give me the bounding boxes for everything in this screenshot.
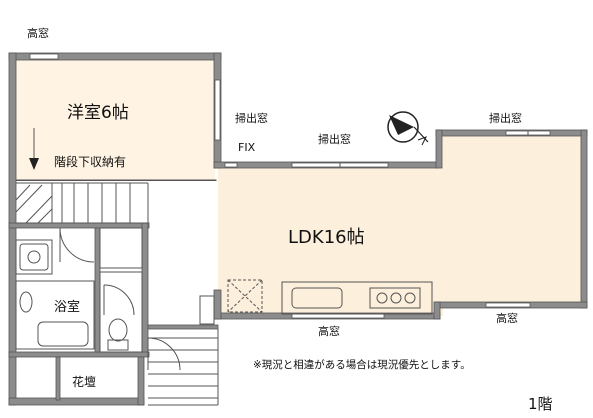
stair-storage-label: 階段下収納有 (54, 154, 126, 169)
disclaimer-note: ※現況と相違がある場合は現況優先とします。 (253, 358, 471, 371)
ldk-floor-join (430, 168, 450, 303)
bathtub (15, 280, 95, 350)
window-high-bottom-mid-label: 高窓 (318, 324, 340, 338)
bath-label: 浴室 (54, 299, 80, 315)
ldk-floor-right (440, 135, 581, 303)
kitchen-counter (281, 281, 433, 315)
compass-icon (387, 111, 429, 146)
window-high-bottom-right (485, 302, 531, 308)
window-sweep-left-label: 掃出窓 (235, 111, 268, 125)
ldk-floor-left (218, 168, 443, 316)
window-sweep-left (214, 79, 221, 141)
western-room-floor (15, 60, 215, 180)
toilet (99, 271, 143, 353)
fridge-space (227, 279, 263, 313)
window-fix (224, 162, 238, 168)
window-high-bottom-mid (291, 313, 385, 319)
window-high-top-label: 高窓 (27, 26, 49, 40)
lower-stair (148, 329, 219, 406)
doors (59, 227, 215, 371)
room-fills (15, 60, 581, 316)
storage-arrow (29, 128, 39, 170)
washbasin (15, 239, 53, 275)
staircase (15, 179, 217, 224)
flower-bed-label: 花壇 (72, 374, 96, 389)
sink (291, 287, 343, 309)
window-high-top (29, 53, 59, 60)
window-sweep-right-label: 掃出窓 (489, 111, 522, 125)
windows (29, 53, 551, 319)
window-high-bottom-right-label: 高窓 (496, 311, 518, 325)
western-room-label: 洋室6帖 (67, 103, 129, 123)
window-fix-label: FIX (238, 141, 256, 154)
floor-label: 1階 (528, 395, 553, 413)
stove (369, 287, 421, 309)
ldk-label: LDK16帖 (288, 227, 365, 248)
window-sweep-mid-label: 掃出窓 (318, 132, 351, 146)
